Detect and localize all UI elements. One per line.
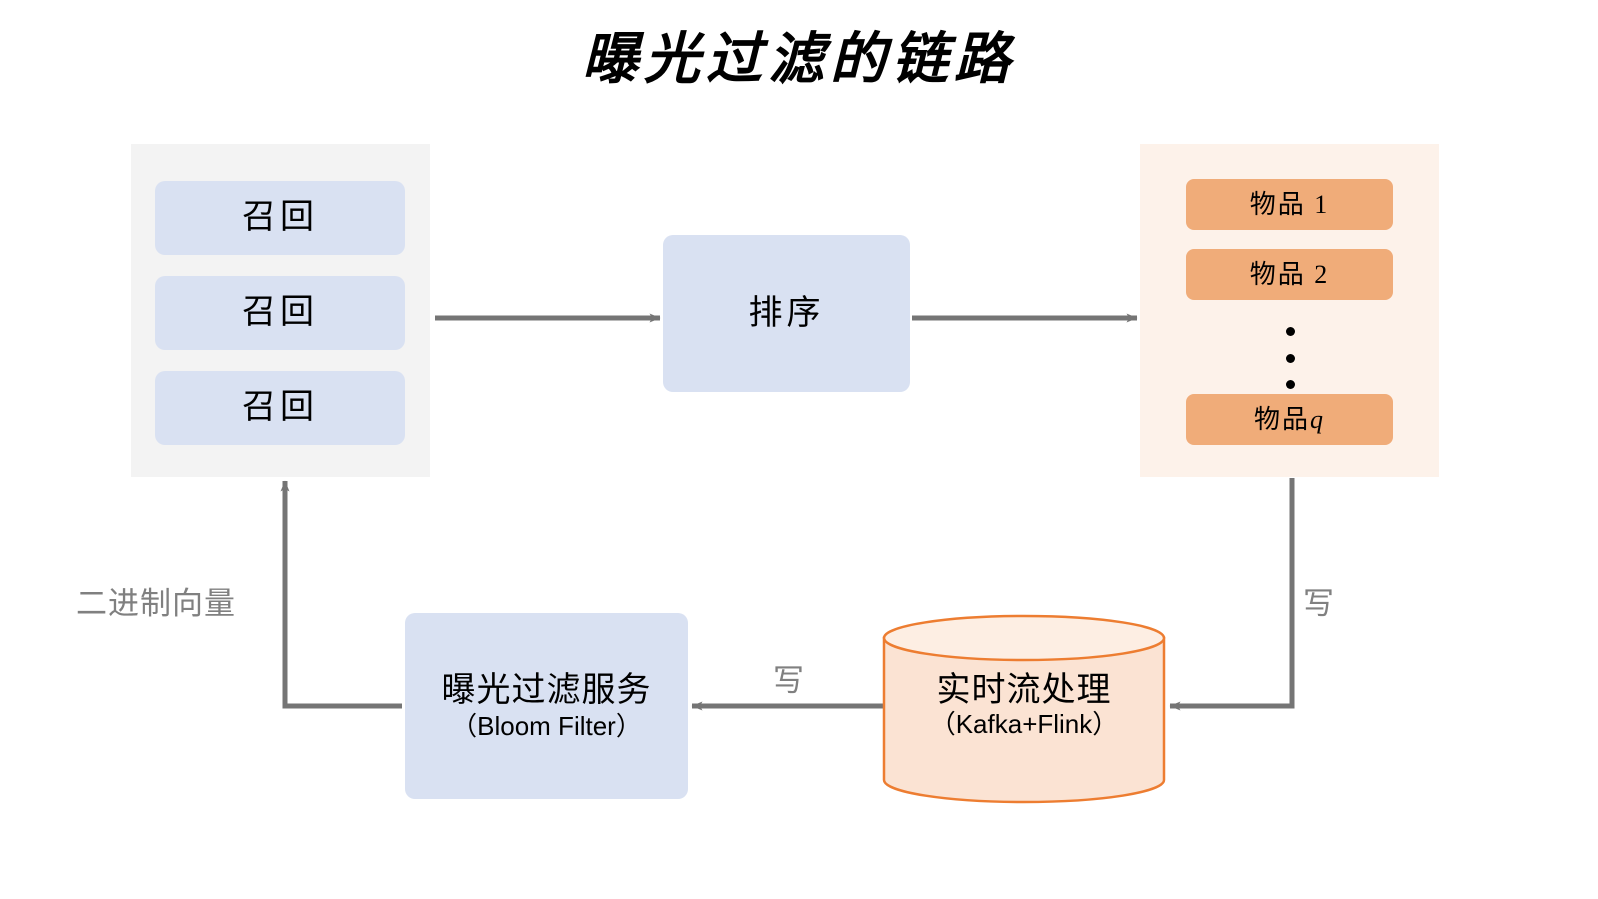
- edge-label-write-middle: 写: [773, 663, 804, 698]
- vertical-ellipsis-icon: [1272, 327, 1308, 389]
- recall-box-3[interactable]: 召回: [155, 371, 405, 445]
- rank-box[interactable]: 排序: [663, 235, 910, 392]
- bloom-filter-title: 曝光过滤服务: [441, 670, 652, 709]
- recall-box-1[interactable]: 召回: [155, 181, 405, 255]
- stream-processing-subtitle: （Kafka+Flink）: [929, 709, 1119, 740]
- bloom-filter-subtitle: （Bloom Filter）: [451, 710, 642, 741]
- item-box-last[interactable]: 物品 q: [1186, 394, 1393, 445]
- page-title: 曝光过滤的链路: [582, 29, 1016, 91]
- item-box-last-variable: q: [1310, 404, 1325, 434]
- item-box-last-prefix: 物品: [1253, 404, 1310, 434]
- stream-processing-cylinder[interactable]: [882, 614, 1166, 804]
- item-box-2[interactable]: 物品 2: [1186, 249, 1393, 300]
- stream-processing-title: 实时流处理: [936, 671, 1112, 709]
- arrow-items-to-stream: [1169, 478, 1295, 711]
- item-box-1[interactable]: 物品 1: [1186, 179, 1393, 230]
- stream-processing-label: 实时流处理 （Kafka+Flink）: [882, 671, 1166, 741]
- edge-label-binary-vector: 二进制向量: [76, 586, 236, 621]
- recall-box-2[interactable]: 召回: [155, 276, 405, 350]
- edge-label-write-right: 写: [1303, 586, 1334, 621]
- bloom-filter-service-box[interactable]: 曝光过滤服务 （Bloom Filter）: [405, 613, 688, 799]
- arrow-bloom-to-recall: [280, 480, 402, 709]
